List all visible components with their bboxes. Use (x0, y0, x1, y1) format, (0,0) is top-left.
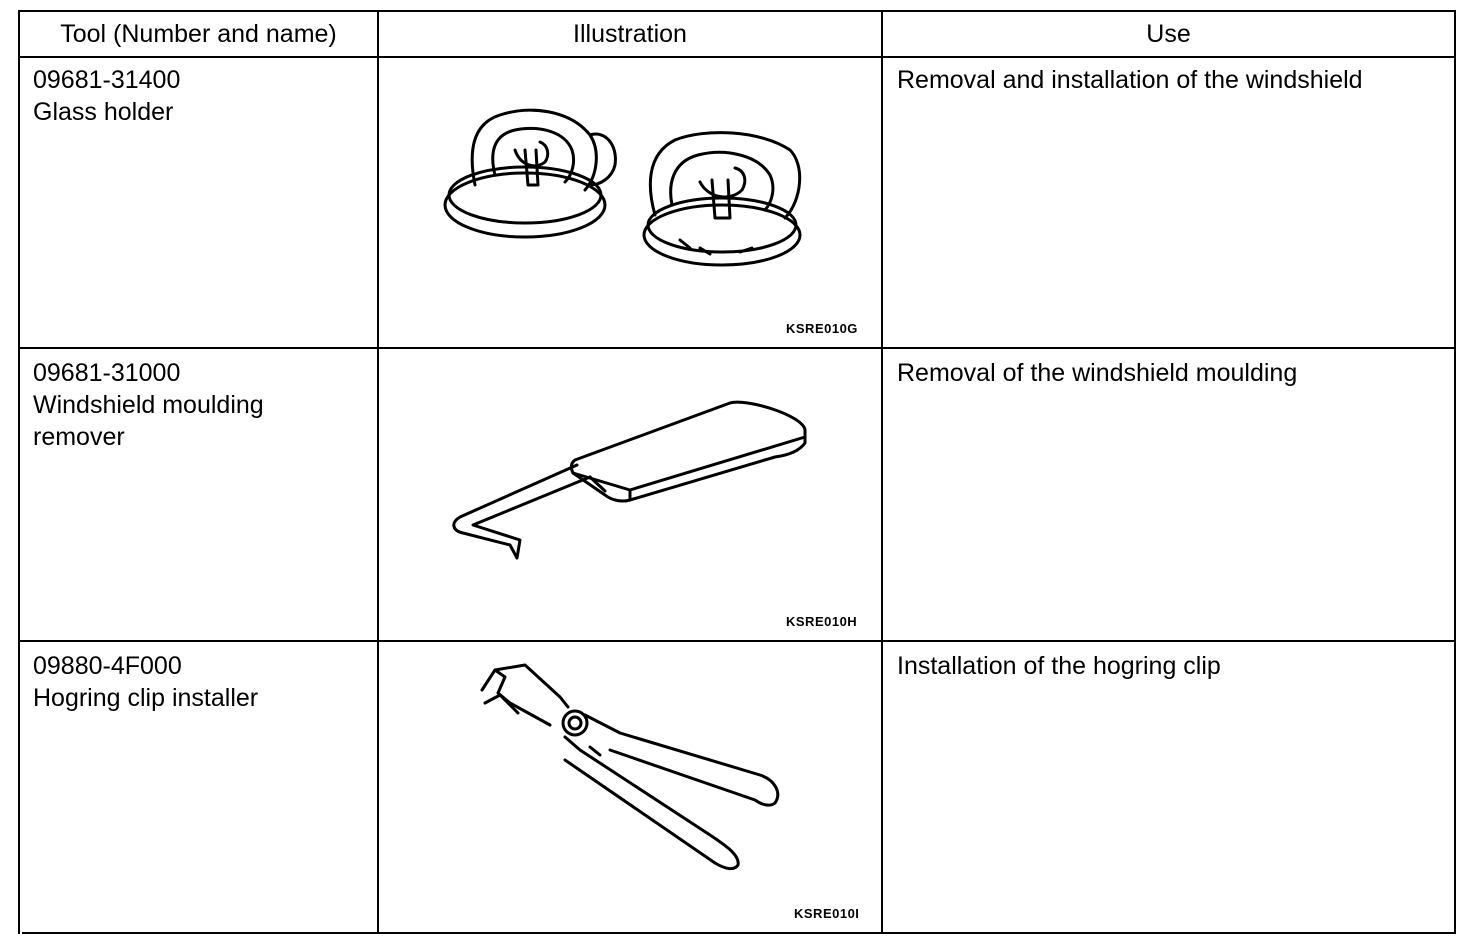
table-border-top (18, 10, 1456, 12)
moulding-remover-tool-icon (452, 400, 807, 560)
row2-use: Removal of the windshield moulding (897, 359, 1298, 387)
row2-tool-name-line1: Windshield moulding (33, 391, 264, 419)
row1-tool-number: 09681-31400 (33, 66, 181, 94)
table-border-right (1454, 10, 1456, 934)
table-border-bottom (22, 932, 1456, 934)
row3-tool-number: 09880-4F000 (33, 652, 182, 680)
header-illustration: Illustration (573, 20, 687, 48)
suction-cup-glass-holder-icon (443, 108, 802, 267)
header-use: Use (1146, 20, 1191, 48)
header-divider (18, 56, 1456, 58)
row3-use: Installation of the hogring clip (897, 652, 1221, 680)
column-divider-1 (377, 10, 379, 934)
row2-tool-number: 09681-31000 (33, 359, 181, 387)
row-divider-1 (18, 347, 1456, 349)
row-divider-2 (20, 640, 1456, 642)
header-tool: Tool (Number and name) (60, 20, 337, 48)
hogring-pliers-icon (480, 663, 780, 871)
row1-tool-name: Glass holder (33, 98, 174, 126)
row1-illustration-code: KSRE010G (786, 321, 858, 336)
column-divider-2 (881, 10, 883, 934)
table-border-left (18, 10, 20, 934)
row3-illustration-code: KSRE010I (794, 906, 860, 921)
row3-tool-name: Hogring clip installer (33, 684, 259, 712)
row2-illustration-code: KSRE010H (786, 614, 858, 629)
row2-tool-name-line2: remover (33, 423, 125, 451)
row1-use: Removal and installation of the windshie… (897, 66, 1363, 94)
